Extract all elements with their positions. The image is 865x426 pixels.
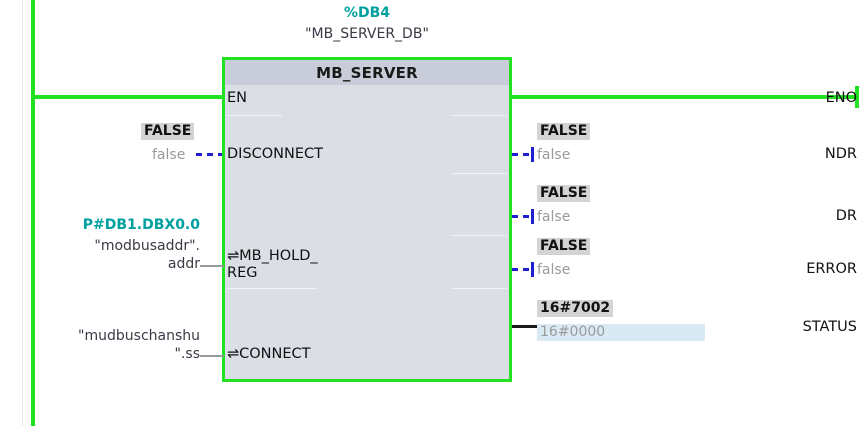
- pin-label-dr: DR: [835, 208, 857, 224]
- right-rail-terminator: [855, 86, 859, 108]
- status-wire: [512, 325, 540, 328]
- rung-wire-eno[interactable]: [509, 95, 858, 99]
- error-wire: [512, 268, 532, 271]
- pin-separator-dr: [452, 235, 507, 236]
- hold-reg-operand[interactable]: "modbusaddr". addr: [94, 238, 200, 272]
- ndr-monitor-value: FALSE: [537, 123, 591, 140]
- ndr-actual-value[interactable]: false: [537, 147, 571, 163]
- dr-actual-value[interactable]: false: [537, 209, 571, 225]
- pin-separator-error: [452, 288, 507, 289]
- status-monitor-value: 16#7002: [537, 300, 614, 317]
- disconnect-wire: [196, 153, 222, 156]
- connect-wire: [200, 355, 224, 357]
- hold-reg-wire: [200, 265, 224, 267]
- pin-separator-hold: [227, 288, 317, 289]
- pin-label-status: STATUS: [802, 319, 857, 335]
- dr-wire-cap: [531, 209, 534, 224]
- error-actual-value[interactable]: false: [537, 262, 571, 278]
- hold-reg-address: P#DB1.DBX0.0: [82, 217, 200, 233]
- pin-label-disconnect: DISCONNECT: [227, 146, 324, 162]
- pin-separator-en: [227, 115, 282, 116]
- pin-label-ndr: NDR: [824, 146, 857, 162]
- error-wire-cap: [531, 262, 534, 277]
- rung-wire-en[interactable]: [31, 95, 225, 99]
- pin-label-eno: ENO: [825, 90, 857, 106]
- pin-label-error: ERROR: [806, 261, 857, 277]
- ndr-wire-cap: [531, 147, 534, 162]
- pin-separator-eno: [452, 115, 507, 116]
- pin-label-en: EN: [227, 90, 248, 106]
- pin-label-mb-hold-reg: ⇌MB_HOLD_ REG: [227, 248, 318, 281]
- connect-operand[interactable]: "mudbuschanshu ".ss: [78, 328, 200, 362]
- disconnect-monitor-value: FALSE: [141, 123, 195, 140]
- pin-label-connect: ⇌CONNECT: [227, 346, 311, 362]
- function-block-mb-server[interactable]: MB_SERVER: [222, 57, 512, 382]
- left-power-rail[interactable]: [31, 0, 35, 426]
- db-number-label: %DB4: [343, 5, 391, 21]
- error-monitor-value: FALSE: [537, 238, 591, 255]
- disconnect-operand[interactable]: false: [152, 147, 186, 163]
- dr-monitor-value: FALSE: [537, 185, 591, 202]
- pin-separator-ndr: [452, 173, 507, 174]
- network-margin-line: [22, 0, 23, 426]
- dr-wire: [512, 215, 532, 218]
- ndr-wire: [512, 153, 532, 156]
- db-name-label: "MB_SERVER_DB": [305, 26, 429, 42]
- function-block-title: MB_SERVER: [225, 60, 509, 85]
- status-actual-value[interactable]: 16#0000: [537, 324, 705, 341]
